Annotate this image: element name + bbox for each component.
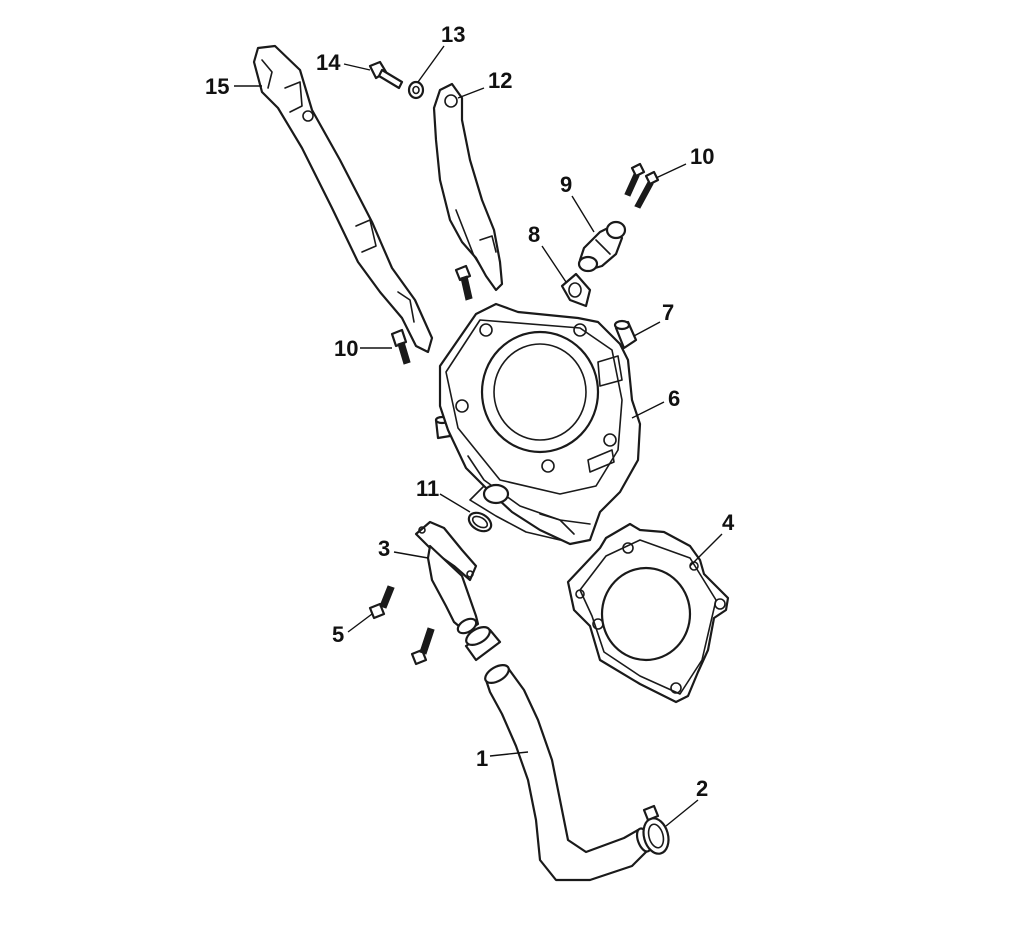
callout-8: 8	[528, 222, 540, 247]
callout-10-right: 10	[690, 144, 714, 169]
intake-pipe-3	[414, 520, 480, 635]
callout-12: 12	[488, 68, 512, 93]
callout-6: 6	[668, 386, 680, 411]
bolt-guide	[454, 264, 473, 301]
dowel-pin-7	[613, 319, 638, 350]
callout-15: 15	[205, 74, 229, 99]
callout-5: 5	[332, 622, 344, 647]
rubber-ring	[464, 626, 502, 662]
callout-11: 11	[416, 476, 439, 501]
chain-guide-12	[432, 82, 504, 292]
callout-7: 7	[662, 300, 674, 325]
chain-guide-15	[252, 44, 434, 354]
callout-2: 2	[696, 776, 708, 801]
leader-lines	[234, 45, 723, 827]
callout-10-left: 10	[334, 336, 358, 361]
o-ring-11	[467, 511, 493, 533]
bolts-5	[368, 585, 435, 666]
callout-labels: 15 14 13 12 10 9 8 7 10 6 11 3 4 5 1 2	[205, 22, 735, 801]
bolt-10-left	[390, 328, 411, 365]
callout-3: 3	[378, 536, 390, 561]
hose-clamp-2	[642, 804, 670, 855]
base-gasket-4	[566, 522, 730, 704]
callout-9: 9	[560, 172, 572, 197]
washer-13	[407, 80, 425, 100]
chain-tensioner-9	[577, 220, 627, 273]
tensioner-gasket-8	[560, 272, 592, 308]
callout-14: 14	[316, 50, 341, 75]
callout-4: 4	[722, 510, 735, 535]
callout-13: 13	[441, 22, 465, 47]
cylinder-6	[438, 302, 642, 546]
bolts-10-right	[624, 162, 660, 209]
callout-1: 1	[476, 746, 488, 771]
hose-1	[484, 664, 653, 882]
bolt-14	[368, 60, 404, 90]
